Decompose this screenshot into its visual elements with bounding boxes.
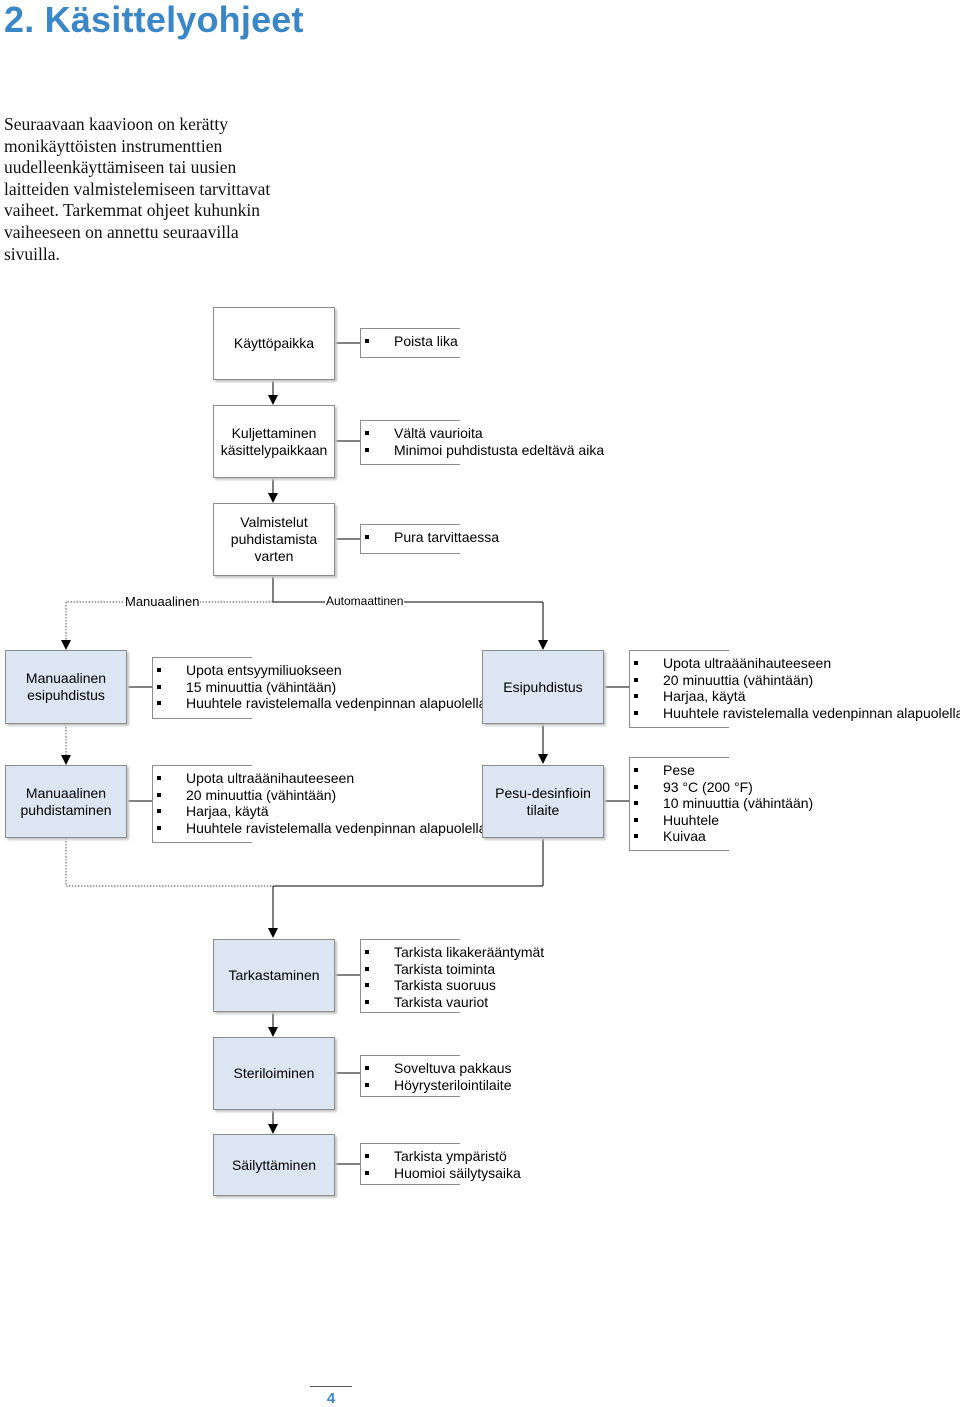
step-label: Käyttöpaikka	[233, 335, 315, 351]
page-number: 4	[310, 1386, 352, 1407]
step-kuljettaminen: Kuljettaminen käsittelypaikkaan	[213, 405, 335, 478]
notes-kayttopaikka: Poista lika	[360, 328, 460, 358]
step-esipuhdistus: Esipuhdistus	[482, 650, 604, 724]
note-item: Tarkista vauriot	[361, 994, 488, 1011]
step-manuaalinen-puhdistaminen: Manuaalinen puhdistaminen	[5, 765, 127, 838]
note-item: Poista lika	[361, 333, 460, 350]
step-tarkastaminen: Tarkastaminen	[213, 939, 335, 1012]
note-item: Upota entsyymiliuokseen	[153, 662, 342, 679]
note-item: Upota ultraäänihauteeseen	[153, 770, 354, 787]
step-steriloiminen: Steriloiminen	[213, 1037, 335, 1110]
branch-label-automatic: Automaattinen	[325, 594, 405, 609]
note-item: Pura tarvittaessa	[361, 529, 499, 546]
step-label: Pesu-desinfiointilaite	[495, 784, 591, 818]
note-item: 10 minuuttia (vähintään)	[630, 795, 813, 812]
note-item: Tarkista likakerääntymät	[361, 944, 544, 961]
page-title: 2. Käsittelyohjeet	[4, 0, 304, 40]
note-item: Upota ultraäänihauteeseen	[630, 655, 831, 672]
notes-pesu-desinfiointilaite: Pese 93 °C (200 °F) 10 minuuttia (vähint…	[629, 757, 813, 851]
step-label: Tarkastaminen	[228, 967, 320, 983]
note-item: Harjaa, käytä	[630, 688, 745, 705]
note-item: Tarkista suoruus	[361, 977, 496, 994]
note-item: Minimoi puhdistusta edeltävä aika	[361, 442, 604, 459]
note-item: Huuhtele	[630, 812, 729, 829]
step-label: Manuaalinen puhdistaminen	[20, 784, 112, 818]
note-item: Harjaa, käytä	[153, 803, 268, 820]
step-pesu-desinfiointilaite: Pesu-desinfiointilaite	[482, 765, 604, 838]
note-item: Huuhtele ravistelemalla vedenpinnan alap…	[153, 820, 486, 837]
step-label: Kuljettaminen käsittelypaikkaan	[220, 424, 328, 458]
notes-steriloiminen: Soveltuva pakkaus Höyrysterilointilaite	[360, 1055, 512, 1097]
step-valmistelut: Valmistelut puhdistamista varten	[213, 503, 335, 576]
notes-tarkastaminen: Tarkista likakerääntymät Tarkista toimin…	[360, 939, 544, 1013]
notes-manuaalinen-esipuhdistus: Upota entsyymiliuokseen 15 minuuttia (vä…	[152, 657, 486, 719]
note-item: Tarkista toiminta	[361, 961, 495, 978]
intro-paragraph: Seuraavaan kaavioon on kerätty monikäytt…	[4, 114, 271, 264]
notes-manuaalinen-puhdistaminen: Upota ultraäänihauteeseen 20 minuuttia (…	[152, 765, 486, 843]
note-item: Huuhtele ravistelemalla vedenpinnan alap…	[153, 695, 486, 712]
note-item: Huuhtele ravistelemalla vedenpinnan alap…	[630, 705, 960, 722]
note-item: Höyrysterilointilaite	[361, 1077, 511, 1094]
note-item: 15 minuuttia (vähintään)	[153, 679, 336, 696]
notes-valmistelut: Pura tarvittaessa	[360, 524, 499, 554]
note-item: Vältä vaurioita	[361, 425, 483, 442]
branch-label-manual: Manuaalinen	[124, 594, 201, 609]
note-item: 20 minuuttia (vähintään)	[630, 672, 813, 689]
step-label: Esipuhdistus	[503, 678, 583, 695]
step-label: Valmistelut puhdistamista varten	[230, 514, 318, 564]
note-item: 93 °C (200 °F)	[630, 779, 753, 796]
step-sailyttaminen: Säilyttäminen	[213, 1134, 335, 1196]
notes-sailyttaminen: Tarkista ympäristö Huomioi säilytysaika	[360, 1143, 521, 1185]
step-kayttopaikka: Käyttöpaikka	[213, 307, 335, 380]
note-item: 20 minuuttia (vähintään)	[153, 787, 336, 804]
step-manuaalinen-esipuhdistus: Manuaalinen esipuhdistus	[5, 650, 127, 724]
note-item: Soveltuva pakkaus	[361, 1060, 512, 1077]
note-item: Huomioi säilytysaika	[361, 1165, 521, 1182]
step-label: Steriloiminen	[233, 1065, 315, 1081]
step-label: Säilyttäminen	[231, 1156, 317, 1173]
step-label: Manuaalinen esipuhdistus	[25, 670, 107, 703]
notes-kuljettaminen: Vältä vaurioita Minimoi puhdistusta edel…	[360, 420, 604, 465]
note-item: Pese	[630, 762, 729, 779]
notes-esipuhdistus: Upota ultraäänihauteeseen 20 minuuttia (…	[629, 650, 960, 728]
note-item: Kuivaa	[630, 828, 729, 845]
note-item: Tarkista ympäristö	[361, 1148, 507, 1165]
